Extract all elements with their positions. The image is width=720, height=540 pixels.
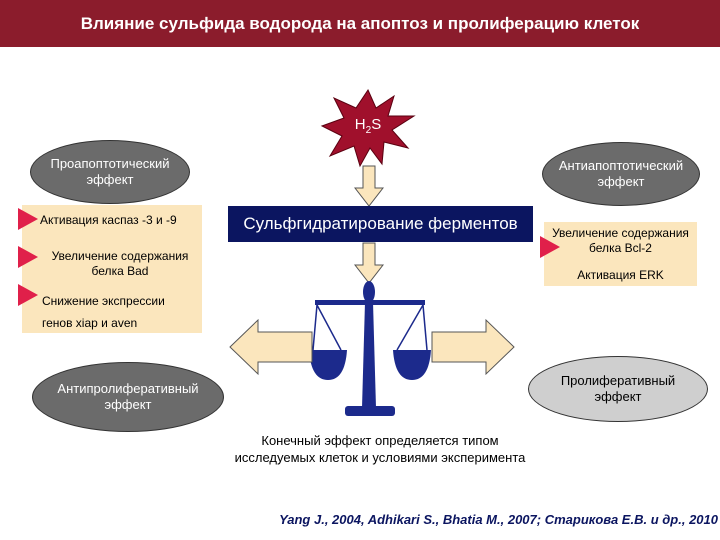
down-arrow-top xyxy=(353,165,385,207)
scale-pillar xyxy=(362,302,376,408)
left-item-3: Снижение экспрессии генов xiap и aven xyxy=(42,294,165,330)
scale-base xyxy=(345,406,395,416)
down-arrow-bottom xyxy=(353,242,385,284)
bullet-triangle-2 xyxy=(18,246,38,268)
proapoptotic-mechanisms-box xyxy=(22,205,202,333)
scale-right-pan xyxy=(393,350,431,380)
h2s-label: H2S xyxy=(338,116,398,136)
bullet-triangle-4 xyxy=(540,236,560,258)
bullet-triangle-3 xyxy=(18,284,38,306)
proapoptotic-effect: Проапоптотический эффект xyxy=(30,140,190,204)
h2s-s: S xyxy=(371,116,382,133)
h2s-star-shape xyxy=(320,88,416,168)
antiapoptotic-mechanisms-box xyxy=(544,222,697,286)
proliferative-effect: Пролиферативный эффект xyxy=(528,356,708,422)
left-item-2: Увеличение содержания белка Bad xyxy=(51,249,189,278)
title-bar xyxy=(0,0,720,47)
sulfhydration-box: Сульфгидратирование ферментов xyxy=(228,206,533,242)
bullet-triangle-1 xyxy=(18,208,38,230)
right-item-1: Увеличение содержания белка Bcl-2 xyxy=(552,226,689,255)
antiapoptotic-effect: Антиапоптотический эффект xyxy=(542,142,700,206)
scale-left-pan xyxy=(309,350,347,380)
h2s-star xyxy=(320,88,416,168)
slide-title: Влияние сульфида водорода на апоптоз и п… xyxy=(80,14,640,33)
balance-scale xyxy=(309,281,431,416)
h2s-sub: 2 xyxy=(365,125,372,136)
antiproliferative-effect: Антипролиферативный эффект xyxy=(32,362,224,432)
right-arrow xyxy=(431,318,515,376)
right-item-2: Активация ERK xyxy=(577,268,664,282)
citation-text: Yang J., 2004, Adhikari S., Bhatia M., 2… xyxy=(279,512,718,527)
left-arrow xyxy=(229,318,313,376)
conclusion-text: Конечный эффект определяется типом иссле… xyxy=(234,433,526,465)
scale-top-knob xyxy=(363,281,375,303)
h2s-h: H xyxy=(354,116,366,133)
left-item-1: Активация каспаз -3 и -9 xyxy=(40,213,177,227)
